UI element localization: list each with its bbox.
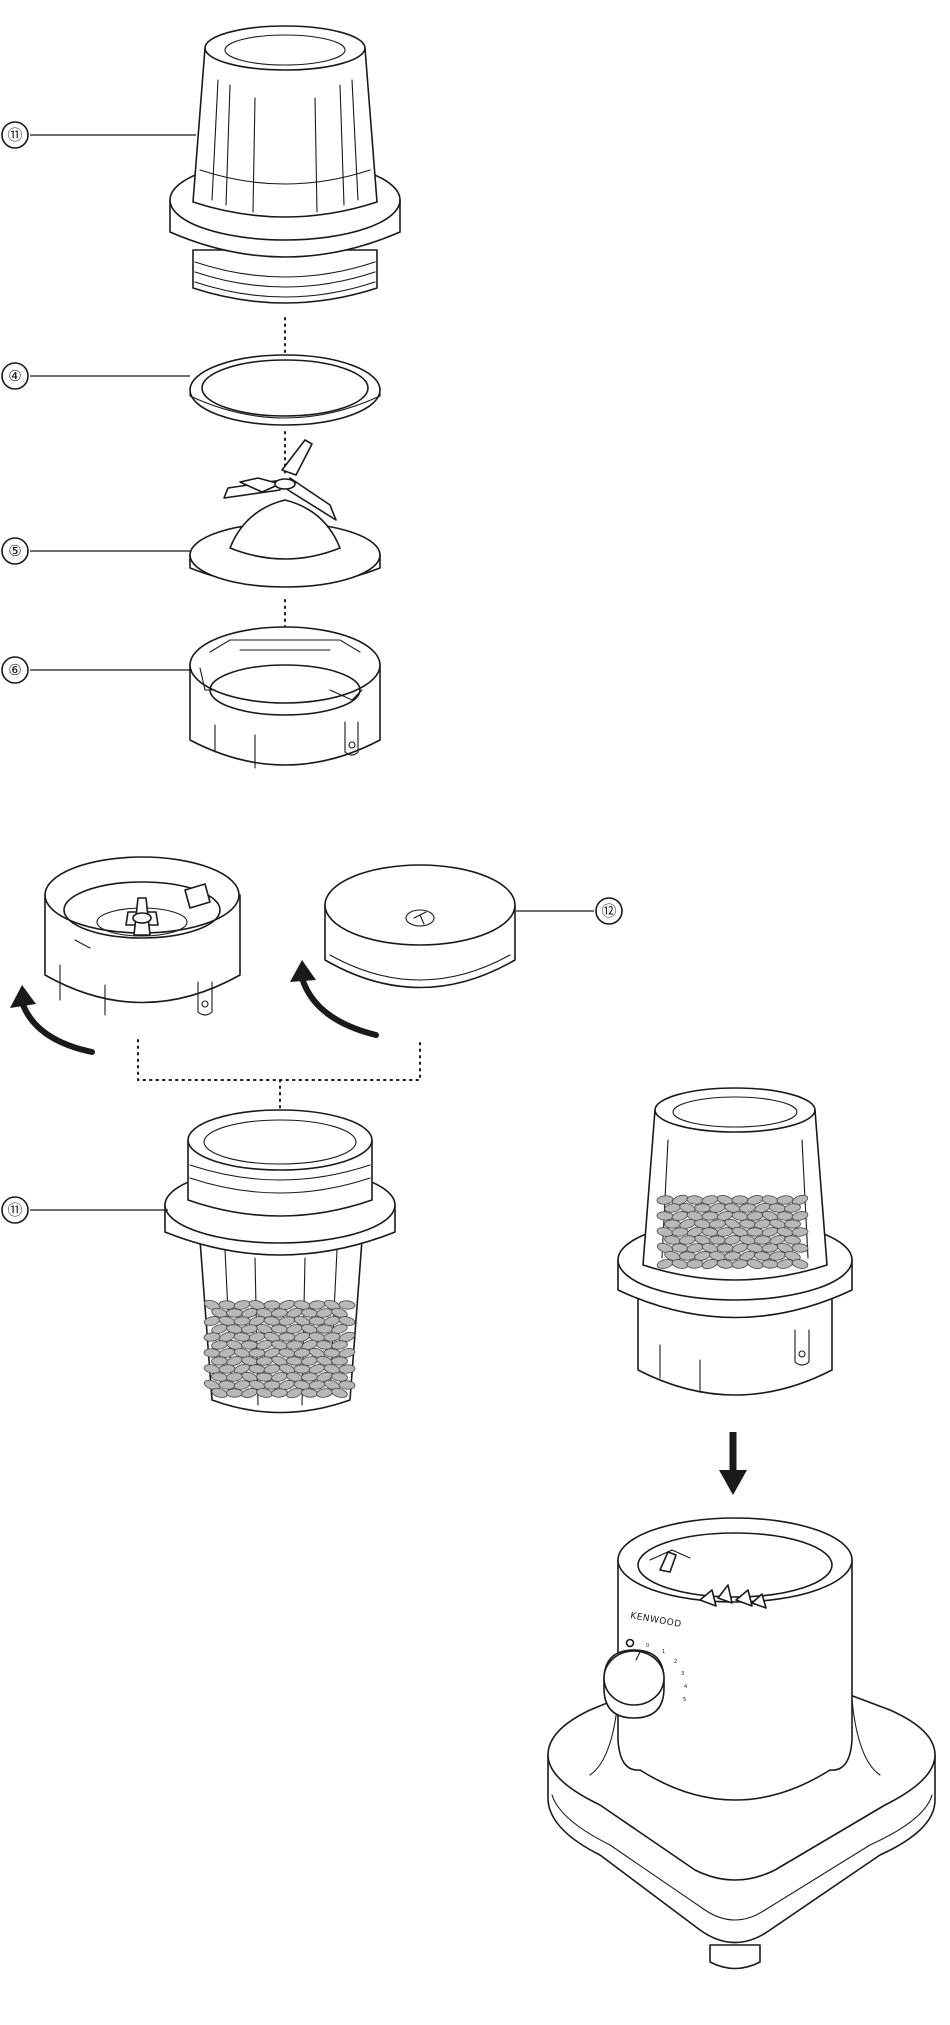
coffee-bean: [762, 1260, 778, 1269]
coffee-bean: [294, 1365, 310, 1374]
assembled-jar: [618, 1088, 852, 1395]
power-indicator: [627, 1640, 634, 1647]
coffee-bean: [256, 1372, 272, 1381]
svg-text:4: 4: [684, 1684, 687, 1690]
svg-text:5: 5: [683, 1697, 686, 1703]
coffee-bean: [226, 1389, 242, 1398]
speed-dial[interactable]: [604, 1650, 664, 1718]
callout-lid: ⑫: [516, 898, 622, 924]
grinding-jar-filled: [165, 1110, 395, 1413]
coffee-bean: [679, 1252, 695, 1261]
coffee-bean: [211, 1357, 227, 1366]
svg-text:⑪: ⑪: [7, 1201, 22, 1219]
coffee-bean: [709, 1235, 725, 1244]
coffee-bean: [702, 1212, 718, 1221]
coffee-bean: [249, 1349, 265, 1358]
callout-blade: ⑤: [2, 538, 190, 564]
svg-text:2: 2: [674, 1659, 677, 1665]
coffee-bean: [664, 1220, 680, 1229]
coffee-bean: [309, 1317, 325, 1326]
coffee-bean: [264, 1301, 280, 1310]
svg-text:⑤: ⑤: [8, 542, 21, 560]
coffee-bean: [279, 1333, 295, 1341]
motor-base: KENWOOD 0 1 2 3 4 5: [548, 1518, 935, 1969]
blade-holder: [190, 627, 380, 768]
coffee-bean: [717, 1244, 733, 1253]
svg-text:⑪: ⑪: [7, 126, 22, 144]
coffee-bean: [784, 1220, 800, 1229]
coffee-bean: [301, 1372, 317, 1381]
svg-text:1: 1: [662, 1649, 665, 1655]
callout-blade-holder: ⑥: [2, 657, 192, 683]
svg-text:④: ④: [8, 367, 21, 385]
coffee-bean: [747, 1228, 763, 1237]
callout-seal-ring: ④: [2, 363, 190, 389]
coffee-bean: [226, 1309, 242, 1318]
sealing-ring: [190, 355, 380, 425]
grinding-jar-top: [170, 26, 400, 303]
svg-text:⑥: ⑥: [8, 661, 21, 679]
join-bracket: [138, 1040, 420, 1080]
jar-lid: [325, 865, 515, 988]
svg-text:3: 3: [681, 1671, 684, 1677]
svg-text:⑫: ⑫: [601, 902, 616, 920]
coffee-bean: [694, 1204, 710, 1213]
callout-jar-bottom: ⑪: [2, 1197, 168, 1223]
rotate-arrow-left: [10, 985, 92, 1052]
coffee-beans-left: [203, 1298, 356, 1399]
insert-arrow: [719, 1432, 747, 1495]
callout-jar-top: ⑪: [2, 122, 196, 148]
blade-assembly: [190, 440, 380, 587]
coffee-bean: [316, 1325, 332, 1334]
svg-text:0: 0: [646, 1643, 649, 1649]
coffee-bean: [331, 1357, 347, 1366]
coffee-bean: [754, 1235, 770, 1244]
coffee-bean: [241, 1341, 257, 1350]
coffee-bean: [264, 1381, 280, 1390]
blade-holder-open: [45, 857, 240, 1015]
coffee-bean: [732, 1196, 748, 1204]
